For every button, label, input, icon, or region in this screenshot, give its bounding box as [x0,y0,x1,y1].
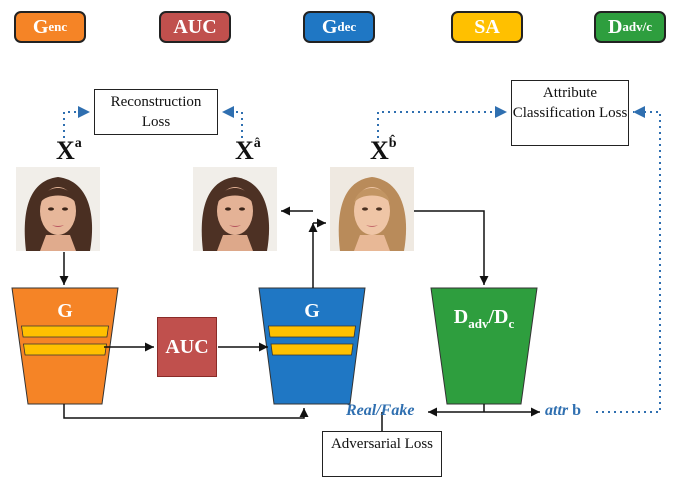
encoder-block [11,287,119,405]
xa-label-main: X [56,136,75,165]
dotted-xa-hat-to-reconstruction [222,106,243,138]
decoder-label: G [297,300,327,323]
xa-hat-label: Xâ [235,136,261,166]
disc-sub1: adv [468,316,489,331]
encoder-label-text: G [57,300,73,322]
legend-auc: AUC [159,11,231,43]
auc-label: AUC [165,335,209,358]
encoder-label: G [50,300,80,323]
xb-hat-label-sup: b̂ [388,136,397,152]
legend-genc-sub: enc [48,19,68,34]
adversarial-loss-label: Adversarial Loss [330,436,434,452]
attr-b-text: b [572,402,582,419]
xa-hat-label-sup: â [253,136,261,152]
xa-hat-label-main: X [235,136,254,165]
face-xb-hat-art [330,167,414,251]
attr-text: attr [545,402,569,419]
decoder-label-text: G [304,300,320,322]
face-xa-hat-art [193,167,277,251]
real-fake-label: Real/Fake [346,402,414,420]
reconstruction-loss-label: Reconstruction Loss [110,94,202,130]
legend-dadv-sub: adv/c [622,19,653,34]
legend-sa: SA [451,11,523,43]
legend-auc-main: AUC [173,15,217,38]
reconstruction-loss-box: Reconstruction Loss [94,89,218,135]
discriminator-block [430,287,538,405]
arrow-skip-encoder-to-decoder [63,404,309,419]
face-image-xb-hat [330,167,414,251]
disc-sub2: c [508,316,515,331]
attribute-classification-loss-box: Attribute Classification Loss [511,80,629,146]
auc-block: AUC [157,317,217,377]
adversarial-loss-box: Adversarial Loss [322,431,442,477]
attr-label: attr b [545,402,581,420]
face-xa-art [16,167,100,251]
dotted-attr-to-attribute [596,106,661,413]
xa-label: Xa [56,136,82,166]
legend-dadv-main: D [607,15,623,38]
disc-main2: /D [488,306,509,328]
real-fake-text: Real/Fake [346,402,415,419]
disc-main1: D [453,306,469,328]
xb-hat-label-main: X [370,136,389,165]
legend-genc-main: G [32,15,49,38]
dotted-xa-to-reconstruction [63,106,90,138]
xb-hat-label: Xb̂ [370,136,397,166]
legend-sa-main: SA [474,15,500,38]
xa-label-sup: a [74,136,82,152]
decoder-block [258,287,366,405]
legend-gdec-main: G [321,15,338,38]
legend-gdec-sub: dec [337,19,357,34]
face-image-xa-hat [193,167,277,251]
discriminator-label: Dadv/Dc [432,306,536,332]
face-image-xa [16,167,100,251]
dotted-xb-hat-to-attribute [377,106,507,138]
arrow-xb-hat-to-discriminator [414,210,489,285]
attribute-classification-loss-label: Attribute Classification Loss [512,85,628,121]
